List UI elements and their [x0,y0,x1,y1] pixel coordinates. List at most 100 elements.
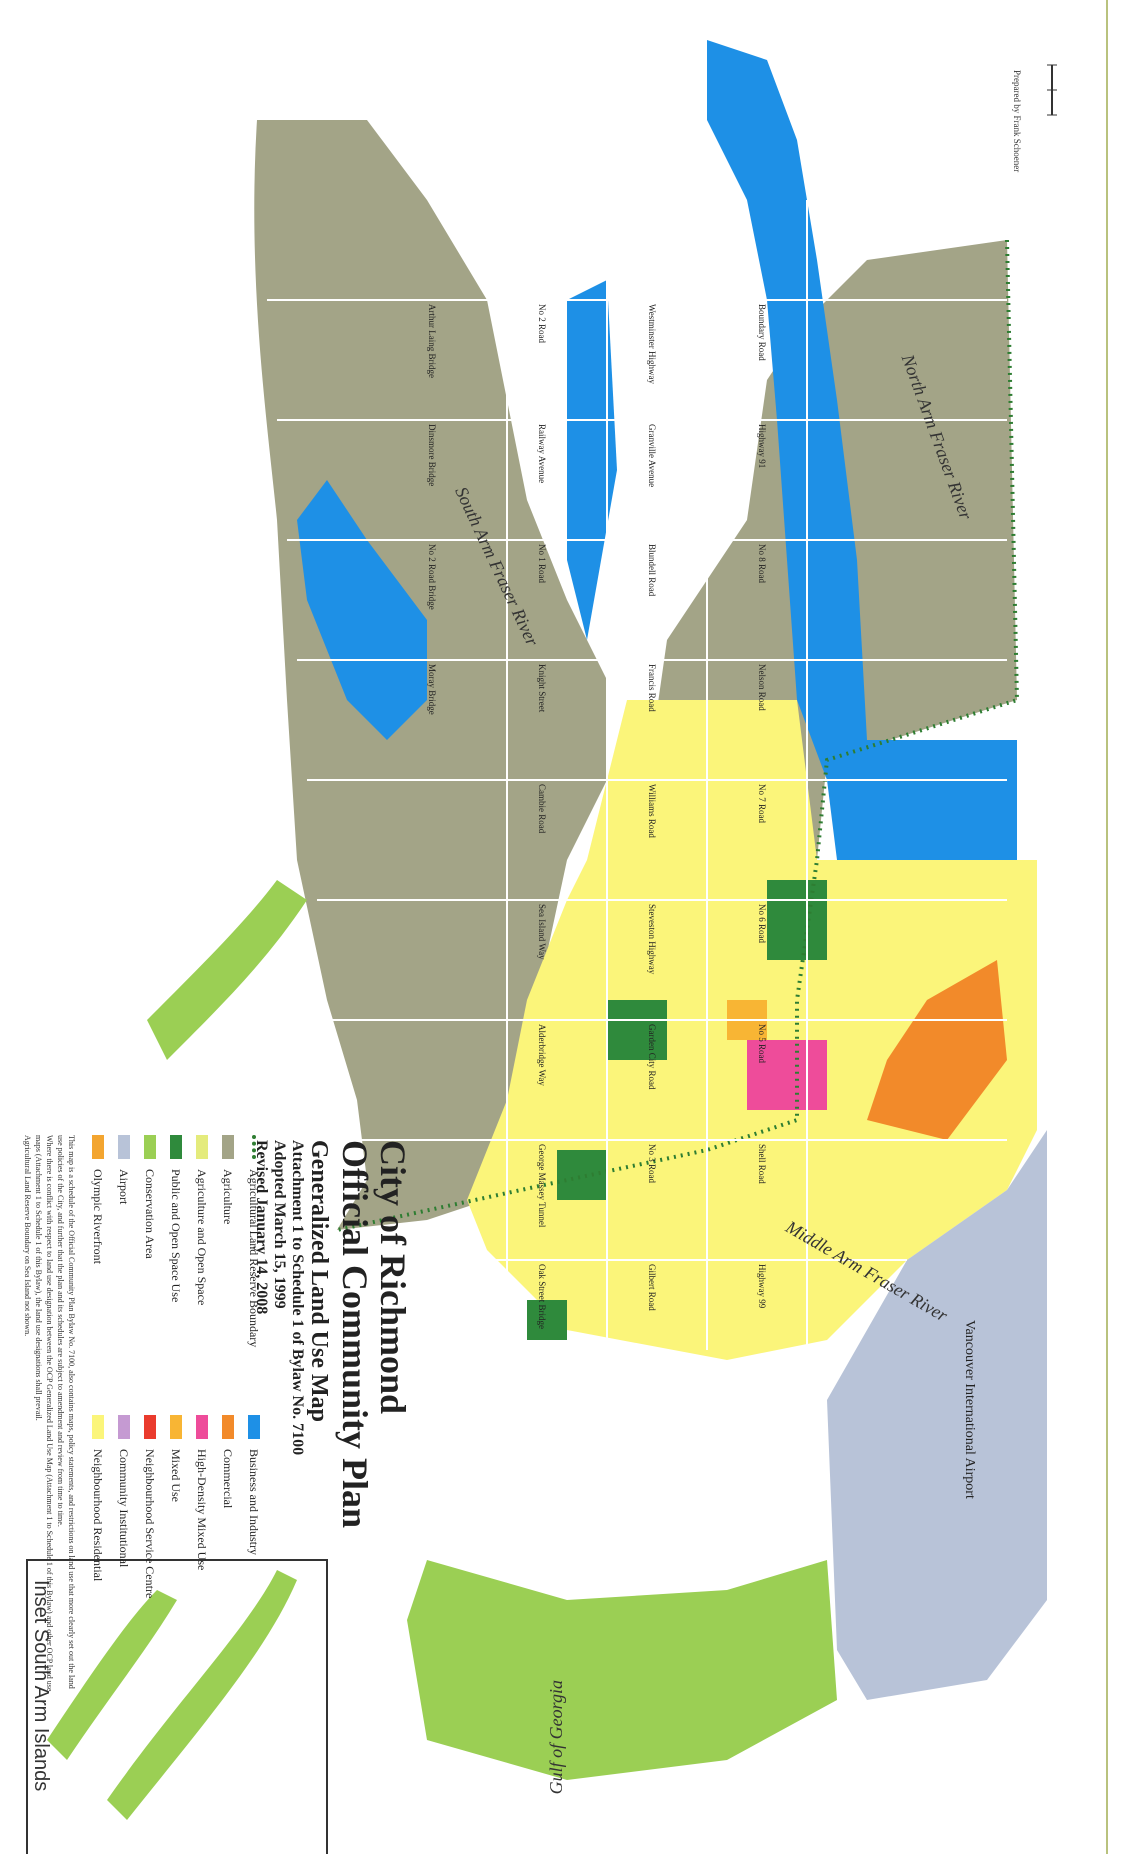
road-label: Dinsmore Bridge [427,424,437,487]
legend-item: Neighbourhood Service Centre [137,1415,163,1675]
road-label: Railway Avenue [537,424,547,484]
road-label: No 2 Road [537,304,547,343]
road-label: Sea Island Way [537,904,547,960]
road-label: Moray Bridge [427,664,437,715]
legend-label: Agricultural Land Reserve Boundary [247,1169,262,1348]
road-label: Blundell Road [647,544,657,597]
legend-swatch [196,1135,208,1159]
legend-right-column: Business and Industry Commercial High-Dens… [85,1415,267,1675]
road-label: Highway 99 [757,1264,767,1309]
gulf-label: Gulf of Georgia [546,1680,566,1795]
legend-swatch [92,1415,104,1439]
road-label: Cambie Road [537,784,547,834]
road-label: Knight Street [537,664,547,713]
legend-label: Public and Open Space Use [169,1169,184,1303]
legend-swatch [196,1415,208,1439]
road-label: Shell Road [757,1144,767,1184]
legend-item: Public and Open Space Use [163,1135,189,1395]
road-label: Gilbert Road [647,1264,657,1311]
legend-label: Mixed Use [169,1449,184,1502]
legend-left-column: Agricultural Land Reserve Boundary Agricu… [85,1135,267,1395]
road-label: Boundary Road [757,304,767,361]
road-label: No 8 Road [757,544,767,583]
lulu-island-agriculture [254,120,607,1230]
park-block [767,880,827,960]
industry-south-band [297,480,427,740]
road-label: No 2 Road Bridge [427,544,437,610]
legend-item: Agriculture [215,1135,241,1395]
legend-label: Community Institutional [117,1449,132,1568]
scale-bar [1047,64,1057,116]
road-label: No 5 Road [757,1024,767,1063]
note-2: Where there is conflict with respect to … [34,1135,54,1692]
road-label: No 6 Road [757,904,767,943]
legend-item: Agricultural Land Reserve Boundary [241,1135,267,1395]
legend-swatch [144,1415,156,1439]
legend-item: Community Institutional [111,1415,137,1675]
legend-swatch [170,1135,182,1159]
title-block: City of Richmond Official Community Plan… [252,1140,413,1560]
park-block [607,1000,667,1060]
title-map: Generalized Land Use Map [306,1140,332,1422]
conservation-islands [147,880,307,1060]
map-notes: This map is a schedule of the Official C… [22,1135,77,1695]
legend-swatch [170,1415,182,1439]
airport-sea-island [827,1130,1047,1700]
title-plan: Official Community Plan [335,1140,375,1528]
alr-boundary [336,239,1020,1232]
legend-label: Agriculture and Open Space [195,1169,210,1306]
city-centre-commercial [867,960,1007,1140]
road-label: Alderbridge Way [537,1024,547,1086]
road-label: Francis Road [647,664,657,712]
legend-label: Airport [117,1169,132,1205]
legend-item: High-Density Mixed Use [189,1415,215,1675]
road-label: Nelson Road [757,664,767,711]
legend-item: Neighbourhood Residential [85,1415,111,1675]
legend-label: High-Density Mixed Use [195,1449,210,1571]
legend-label: Neighbourhood Service Centre [143,1449,158,1599]
legend-swatch [222,1415,234,1439]
title-adopted: Adopted March 15, 1999 [271,1140,288,1309]
road-label: Granville Avenue [647,424,657,488]
legend-item: Agriculture and Open Space [189,1135,215,1395]
legend-label: Business and Industry [247,1449,262,1555]
legend-item: Mixed Use [163,1415,189,1675]
legend-label: Neighbourhood Residential [91,1449,106,1582]
legend-swatch [222,1135,234,1159]
airport-label: Vancouver International Airport [962,1320,977,1499]
legend-item: Business and Industry [241,1415,267,1675]
legend-item: Olympic Riverfront [85,1135,111,1395]
legend-label: Olympic Riverfront [91,1169,106,1264]
road-label: No 3 Road [647,1144,657,1183]
legend-label: Commercial [221,1449,236,1509]
note-3: Agricultural Land Reserve Boundary on Se… [23,1135,32,1337]
legend-swatch [92,1135,104,1159]
legend-item: Conservation Area [137,1135,163,1395]
road-label: Westminster Highway [647,304,657,385]
park-block [527,1300,567,1340]
legend-swatch [248,1415,260,1439]
road-grid [267,200,1007,1350]
legend-label: Agriculture [221,1169,236,1225]
road-label: Williams Road [647,784,657,838]
conservation-gulf [407,1560,837,1780]
road-label: No 7 Road [757,784,767,823]
road-label: Highway 91 [757,424,767,469]
legend-label: Conservation Area [143,1169,158,1259]
prepared-by: Prepared by Frank Schoener [1012,70,1022,173]
road-label: Arthur Laing Bridge [427,304,437,378]
legend-swatch [118,1415,130,1439]
legend-swatch [252,1135,256,1159]
road-label: Oak Street Bridge [537,1264,547,1329]
title-attachment: Attachment 1 to Schedule 1 of Bylaw No. … [289,1140,306,1456]
inset-islands [47,1570,297,1820]
legend-item: Airport [111,1135,137,1395]
road-label: Steveston Highway [647,904,657,975]
title-city: City of Richmond [373,1140,413,1415]
note-1: This map is a schedule of the Official C… [56,1135,76,1689]
park-block [557,1150,607,1200]
legend-item: Commercial [215,1415,241,1675]
